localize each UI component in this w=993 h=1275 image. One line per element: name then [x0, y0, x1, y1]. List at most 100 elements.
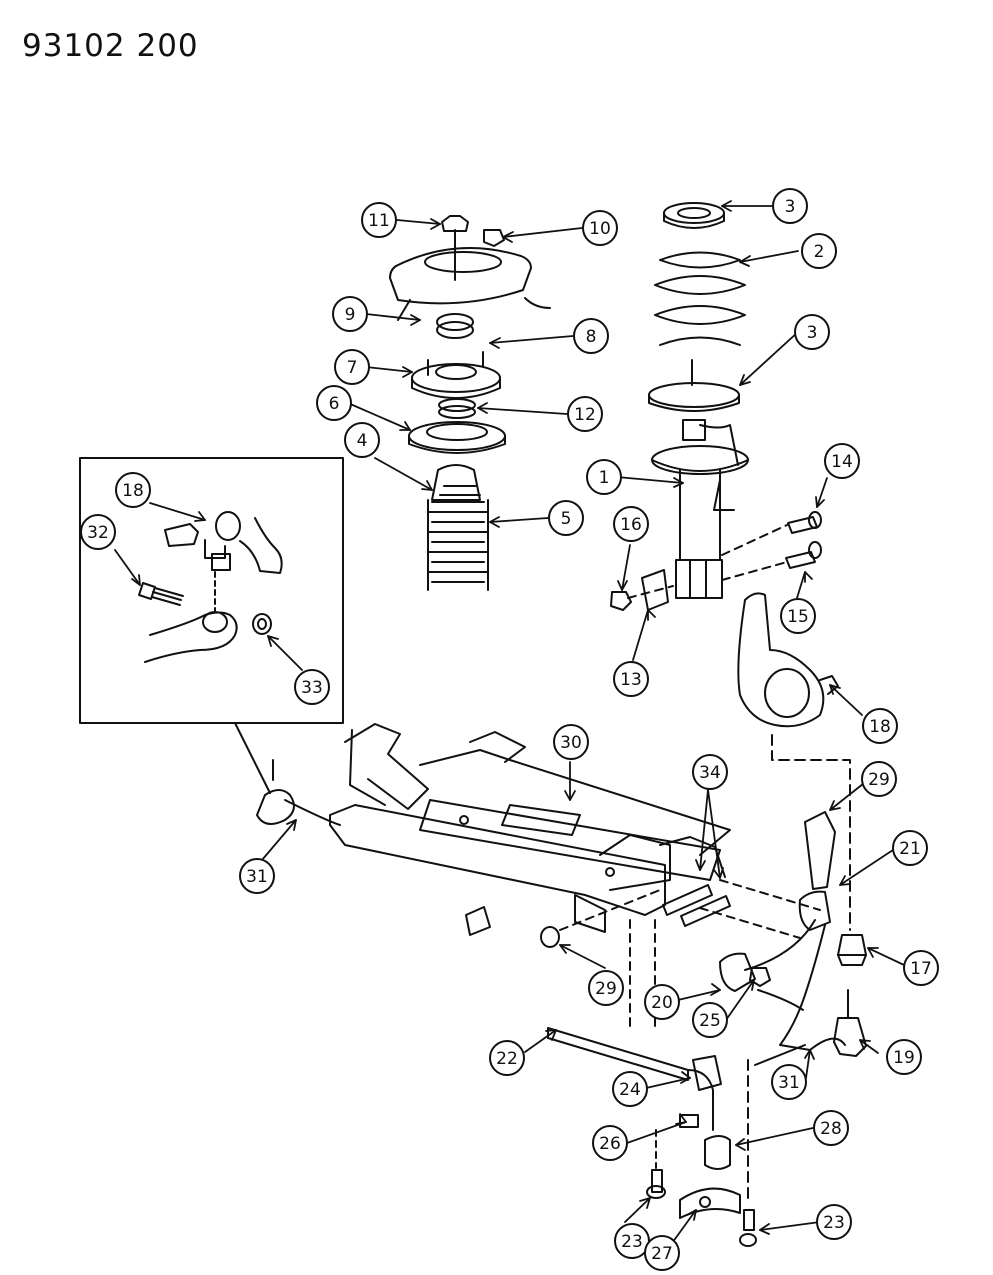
- callout-c3a: 3: [772, 188, 808, 224]
- detail-inset: [79, 457, 344, 794]
- callout-number: 18: [869, 717, 891, 737]
- callout-circle: [582, 210, 618, 246]
- callout-c21: 21: [892, 830, 928, 866]
- callout-circle: [553, 724, 589, 760]
- callout-circle: [588, 970, 624, 1006]
- strut-mount-assembly: [389, 215, 551, 591]
- callout-c7: 7: [334, 349, 370, 385]
- callout-circle: [862, 708, 898, 744]
- callout-number: 30: [560, 733, 582, 753]
- callout-circle: [801, 233, 837, 269]
- callout-number: 14: [831, 452, 853, 472]
- callout-number: 32: [87, 523, 109, 543]
- callout-number: 20: [651, 993, 673, 1013]
- drawing-code: 93102 200: [22, 28, 199, 64]
- callout-c18b: 18: [115, 472, 151, 508]
- callout-circle: [115, 472, 151, 508]
- callout-number: 2: [814, 242, 825, 262]
- callout-number: 3: [807, 323, 818, 343]
- callout-number: 24: [619, 1080, 641, 1100]
- callout-circle: [586, 459, 622, 495]
- callout-circle: [861, 761, 897, 797]
- callout-c27: 27: [644, 1235, 680, 1271]
- callout-circle: [294, 669, 330, 705]
- callout-circle: [644, 984, 680, 1020]
- callout-circle: [892, 830, 928, 866]
- callout-c29a: 29: [861, 761, 897, 797]
- callout-circle: [772, 188, 808, 224]
- callout-number: 31: [778, 1073, 800, 1093]
- callout-number: 18: [122, 481, 144, 501]
- callout-c34: 34: [692, 754, 728, 790]
- callout-circle: [794, 314, 830, 350]
- callout-number: 10: [589, 219, 611, 239]
- callout-number: 29: [868, 770, 890, 790]
- callout-circle: [567, 396, 603, 432]
- callout-circle: [613, 661, 649, 697]
- callout-circle: [692, 754, 728, 790]
- callout-c13: 13: [613, 661, 649, 697]
- callout-c16: 16: [613, 506, 649, 542]
- callout-number: 26: [599, 1134, 621, 1154]
- callout-c5: 5: [548, 500, 584, 536]
- callout-circle: [824, 443, 860, 479]
- callout-circle: [239, 858, 275, 894]
- callout-number: 8: [586, 327, 597, 347]
- callout-number: 5: [561, 509, 572, 529]
- callout-c4: 4: [344, 422, 380, 458]
- callout-circle: [780, 598, 816, 634]
- callout-number: 28: [820, 1119, 842, 1139]
- callout-c23b: 23: [816, 1204, 852, 1240]
- callout-number: 12: [574, 405, 596, 425]
- callout-c22: 22: [489, 1040, 525, 1076]
- callout-c6: 6: [316, 385, 352, 421]
- callout-number: 7: [347, 358, 358, 378]
- callout-c29b: 29: [588, 970, 624, 1006]
- callout-number: 21: [899, 839, 921, 859]
- callout-circle: [813, 1110, 849, 1146]
- callout-number: 17: [910, 959, 932, 979]
- callout-number: 11: [368, 211, 390, 231]
- callout-circle: [332, 296, 368, 332]
- callout-c3b: 3: [794, 314, 830, 350]
- callout-circle: [644, 1235, 680, 1271]
- callout-c18a: 18: [862, 708, 898, 744]
- callout-number: 23: [621, 1232, 643, 1252]
- callout-c20: 20: [644, 984, 680, 1020]
- callout-circle: [361, 202, 397, 238]
- callout-number: 22: [496, 1049, 518, 1069]
- callout-circle: [548, 500, 584, 536]
- callout-c8: 8: [573, 318, 609, 354]
- callout-c9: 9: [332, 296, 368, 332]
- callout-number: 6: [329, 394, 340, 414]
- callout-circle: [612, 1071, 648, 1107]
- callout-circle: [613, 506, 649, 542]
- callout-c11: 11: [361, 202, 397, 238]
- callout-circle: [489, 1040, 525, 1076]
- callout-c1: 1: [586, 459, 622, 495]
- callout-number: 9: [345, 305, 356, 325]
- callout-number: 33: [301, 678, 323, 698]
- callout-c14: 14: [824, 443, 860, 479]
- callout-c26: 26: [592, 1125, 628, 1161]
- callout-c23a: 23: [614, 1223, 650, 1259]
- callout-circle: [344, 422, 380, 458]
- callout-circle: [573, 318, 609, 354]
- callout-number: 23: [823, 1213, 845, 1233]
- callout-c30: 30: [553, 724, 589, 760]
- callout-number: 27: [651, 1244, 673, 1264]
- callout-circle: [816, 1204, 852, 1240]
- callout-number: 1: [599, 468, 610, 488]
- leader-arrows: [114, 200, 905, 1251]
- callout-number: 3: [785, 197, 796, 217]
- callout-c15: 15: [780, 598, 816, 634]
- left-ball-joint: [256, 759, 341, 826]
- callout-number: 31: [246, 867, 268, 887]
- callout-circle: [334, 349, 370, 385]
- callout-c25: 25: [692, 1002, 728, 1038]
- callout-number: 16: [620, 515, 642, 535]
- callout-circle: [592, 1125, 628, 1161]
- callout-number: 34: [699, 763, 721, 783]
